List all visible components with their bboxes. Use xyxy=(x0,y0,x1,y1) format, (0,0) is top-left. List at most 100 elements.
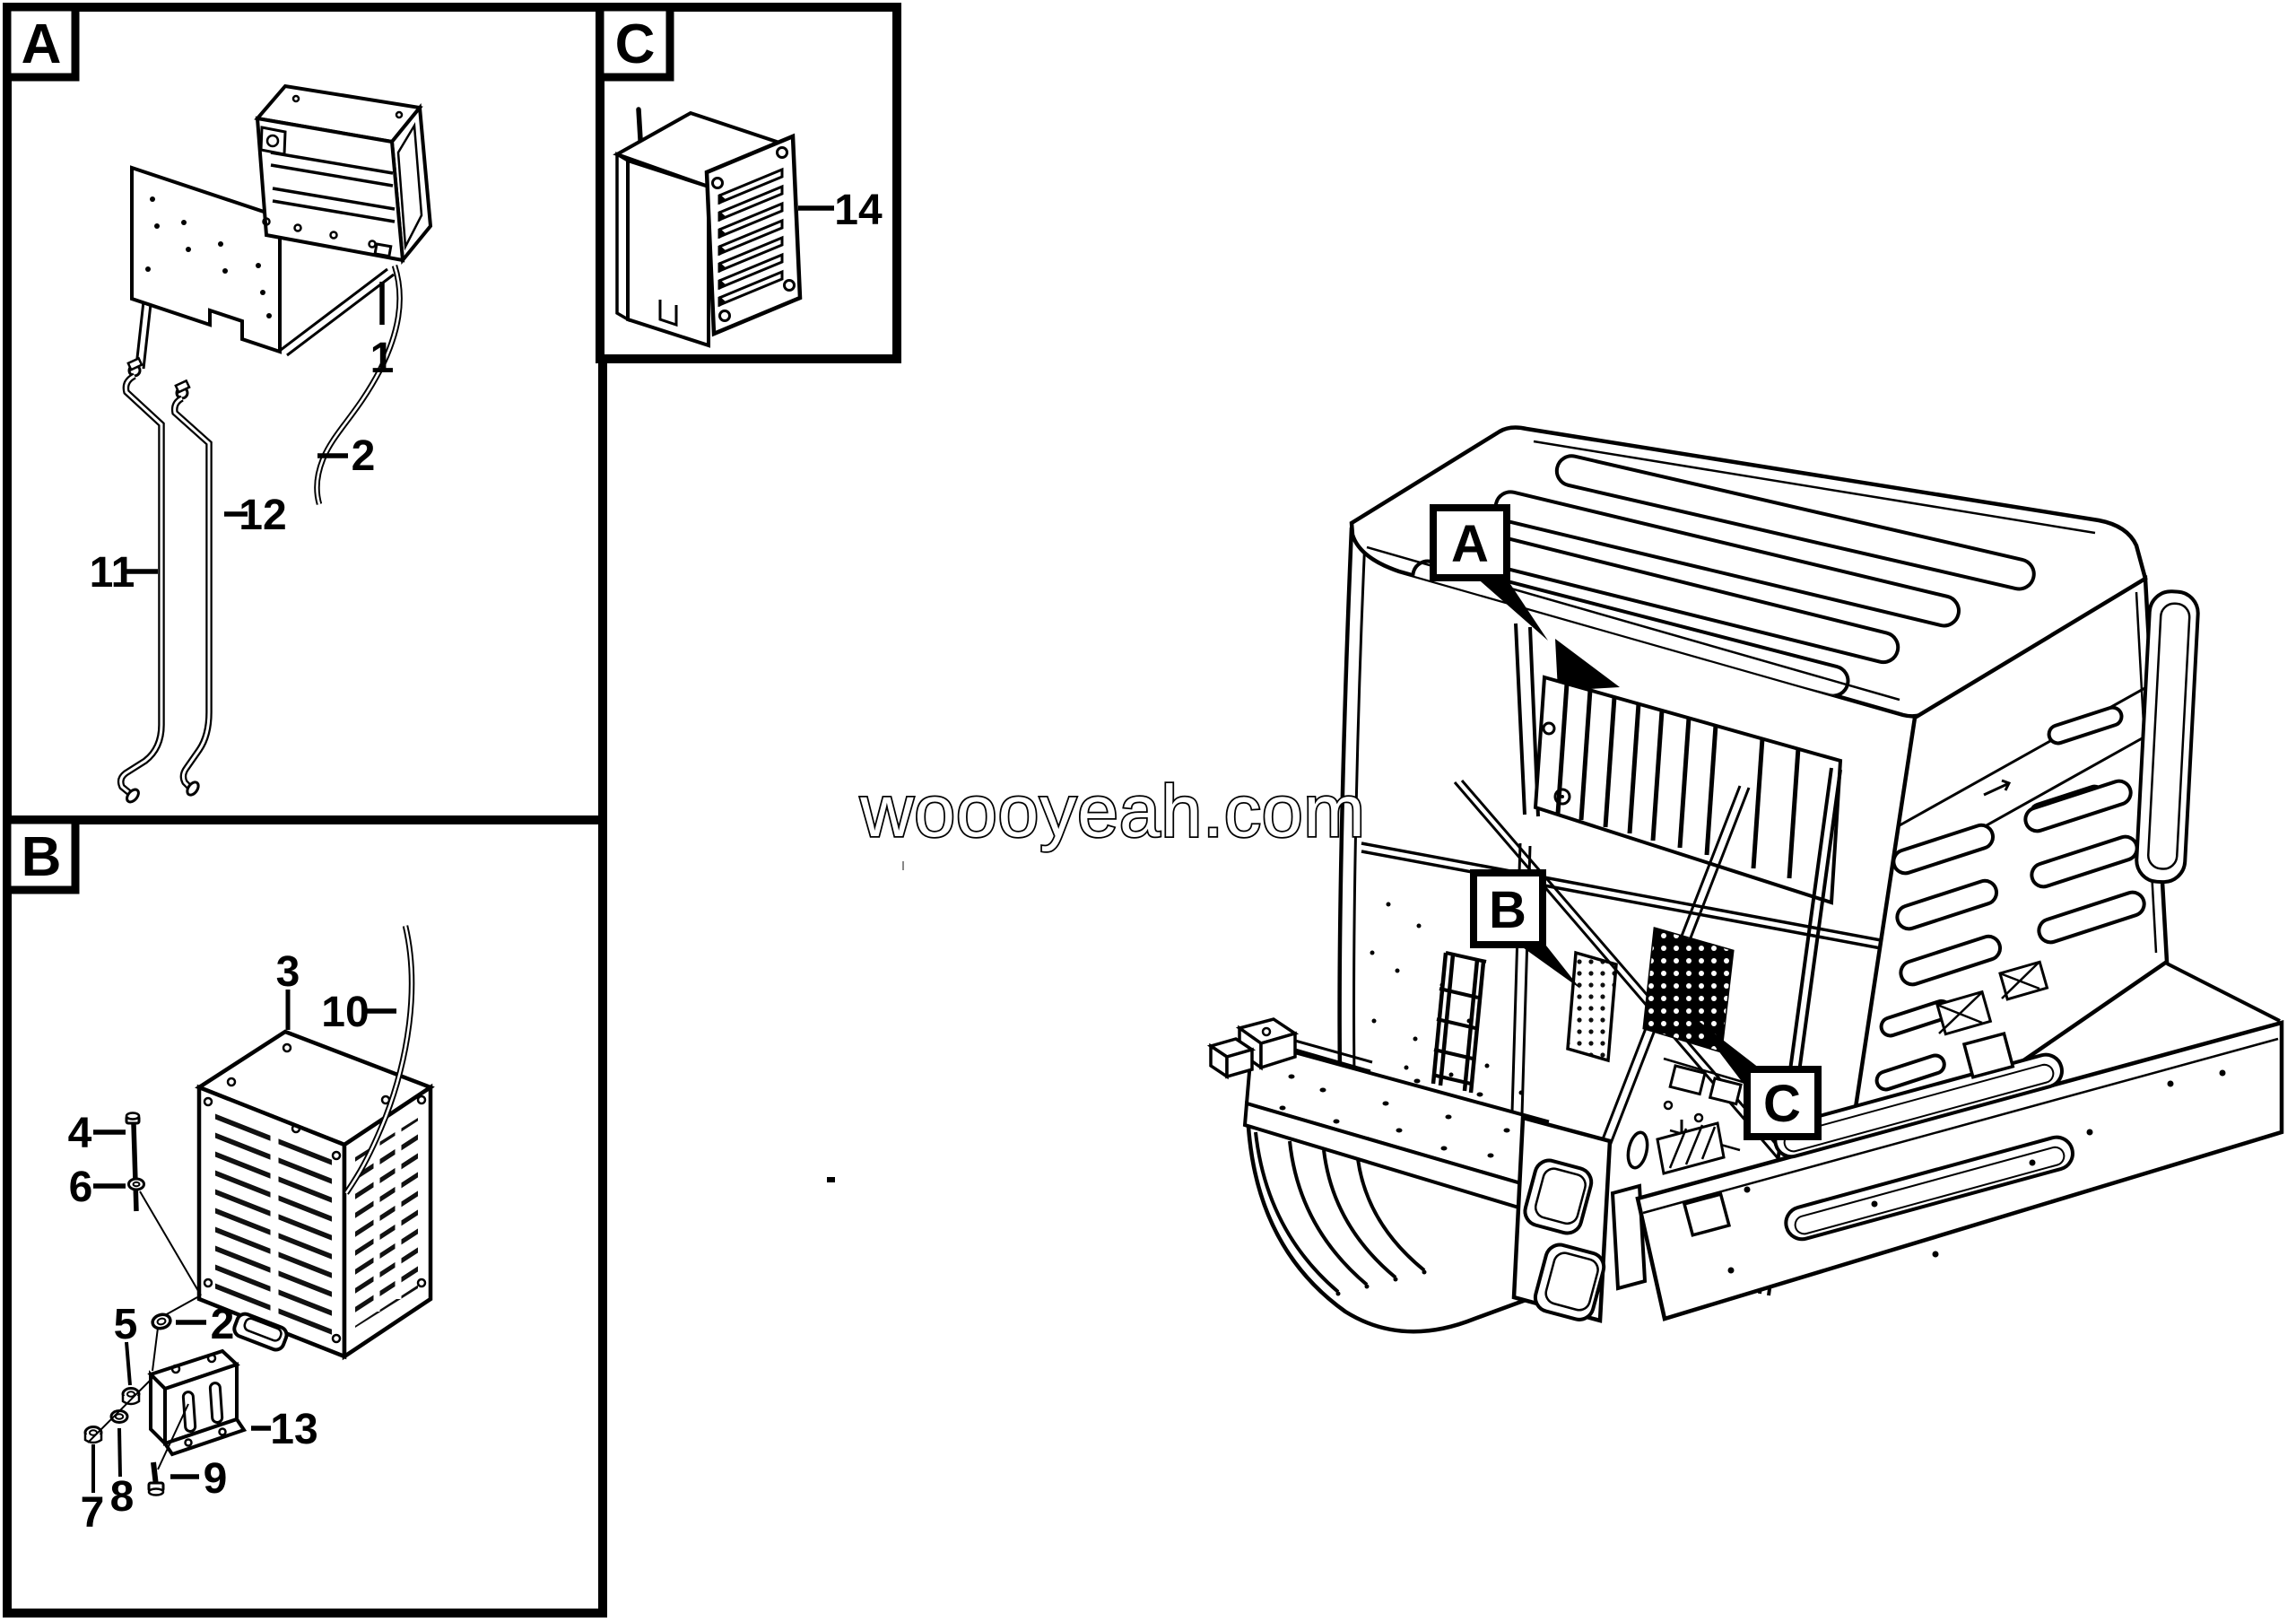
part-number-13: 13 xyxy=(270,1406,317,1453)
vent-louver-shadows xyxy=(719,194,726,307)
bumper-slot-2 xyxy=(1784,1135,2074,1242)
radio-side-panel xyxy=(396,122,423,251)
side-handle xyxy=(2135,589,2200,885)
callout-b-letter: B xyxy=(1489,881,1526,939)
tube-end-cap xyxy=(186,780,200,797)
panel-c-label: C xyxy=(615,13,656,75)
part-number-3: 3 xyxy=(276,948,300,996)
washer-2b xyxy=(151,1312,172,1330)
step-box xyxy=(1610,1183,1648,1291)
bracket-13 xyxy=(147,1348,248,1457)
part-number-4: 4 xyxy=(68,1110,92,1157)
panel-b: B xyxy=(3,815,607,1618)
cab-left-edge-inner xyxy=(1352,537,1367,1077)
callout-b-leader xyxy=(1514,941,1580,989)
part-number-8: 8 xyxy=(110,1473,135,1521)
radio-display xyxy=(259,126,287,156)
grille-x-panels xyxy=(1935,960,2049,1036)
panel-a-callouts: 1 2 12 11 xyxy=(90,282,395,597)
radio-slots xyxy=(270,151,396,223)
part-number-6: 6 xyxy=(69,1164,93,1211)
radio-unit xyxy=(254,83,433,266)
callout-a-letter: A xyxy=(1451,515,1489,573)
panel-b-label: B xyxy=(22,826,62,888)
grille-slats xyxy=(1874,705,2146,1092)
plate-tab-links xyxy=(135,301,152,370)
cab-front-face xyxy=(1840,575,2200,1189)
assembly-line-46 xyxy=(139,1190,202,1296)
bumper-slot-1 xyxy=(1773,1052,2064,1159)
vent-box-front xyxy=(626,158,710,348)
assembly-line-758 xyxy=(87,1379,152,1443)
vent-notch xyxy=(658,300,678,327)
front-pillar xyxy=(1514,623,1540,817)
tube-end-cap xyxy=(126,788,140,804)
cable-2 xyxy=(314,265,403,505)
truck-callouts: A B C xyxy=(1430,504,1822,1140)
nut-5 xyxy=(121,1387,141,1406)
roof-ridge-inner xyxy=(1533,440,2096,535)
callout-b-box xyxy=(1470,869,1546,948)
chassis-deck xyxy=(1242,1038,1550,1212)
mounting-plate xyxy=(130,165,395,370)
mid-rail xyxy=(1361,842,1920,957)
panel-a: A xyxy=(3,3,607,824)
part-number-14: 14 xyxy=(834,187,883,234)
leader-5 xyxy=(125,1341,132,1386)
watermark-text: woooyeah.com xyxy=(859,771,1366,852)
bumper xyxy=(1635,962,2284,1321)
callout-a-box xyxy=(1430,504,1510,581)
bumper-plate-2 xyxy=(1682,1191,1732,1237)
bracket-tube-12 xyxy=(170,379,213,797)
cab-left-edge xyxy=(1337,527,1354,1076)
bolt-4 xyxy=(125,1112,141,1212)
cable-10 xyxy=(344,925,415,1195)
nut-7 xyxy=(83,1426,103,1444)
step-frame xyxy=(1511,1115,1648,1323)
frame-rivets xyxy=(1370,902,1524,1095)
part-number-10: 10 xyxy=(321,989,369,1036)
stud-axis-line xyxy=(152,1296,198,1372)
part-number-2b: 2 xyxy=(211,1301,235,1348)
plate-holes xyxy=(145,196,272,318)
part-number-7: 7 xyxy=(81,1489,105,1537)
perforated-panel xyxy=(1566,950,1618,1063)
leader-8 xyxy=(117,1427,122,1478)
part-number-11: 11 xyxy=(90,549,135,597)
truck-illustration: A B C xyxy=(1206,425,2284,1334)
panel-b-label-box xyxy=(3,815,80,894)
callout-c-box xyxy=(1744,1066,1822,1140)
panel-c: C 14 xyxy=(596,3,901,363)
bolt-9 xyxy=(147,1461,165,1496)
stray-dot xyxy=(827,1177,835,1182)
panel-a-label-box xyxy=(3,3,80,82)
vent-louvers xyxy=(718,167,784,308)
pillar-grommet xyxy=(1553,788,1571,806)
window-bars xyxy=(1555,683,1801,879)
wheel-fender xyxy=(1246,1126,1529,1334)
window-gap xyxy=(1555,639,1620,691)
panel-b-callouts: 3 10 4 6 5 2 13 9 8 7 xyxy=(68,948,396,1537)
vent-unit xyxy=(613,107,803,348)
heater-screws xyxy=(203,1042,427,1344)
plate-support-arm xyxy=(280,267,395,357)
washer-6 xyxy=(127,1177,145,1191)
panel-c-label-box xyxy=(596,3,674,82)
assembly-line-9 xyxy=(157,1403,189,1470)
part-number-1: 1 xyxy=(370,335,395,382)
part-number-5: 5 xyxy=(114,1301,138,1348)
front-mount-horns xyxy=(1206,1017,1373,1080)
panel-a-label: A xyxy=(22,13,62,75)
radio-connector xyxy=(373,242,393,258)
callout-a-leader xyxy=(1474,576,1548,641)
bumper-plate-1 xyxy=(1961,1031,2015,1079)
vent-arrow-mark xyxy=(1983,779,2012,797)
oval-cutout xyxy=(1626,1130,1649,1170)
callout-c-letter: C xyxy=(1763,1075,1801,1133)
vent-screws xyxy=(711,146,796,322)
heater-louvers-right xyxy=(355,1118,418,1328)
part-number-2: 2 xyxy=(352,432,376,480)
part-number-12: 12 xyxy=(239,492,286,539)
